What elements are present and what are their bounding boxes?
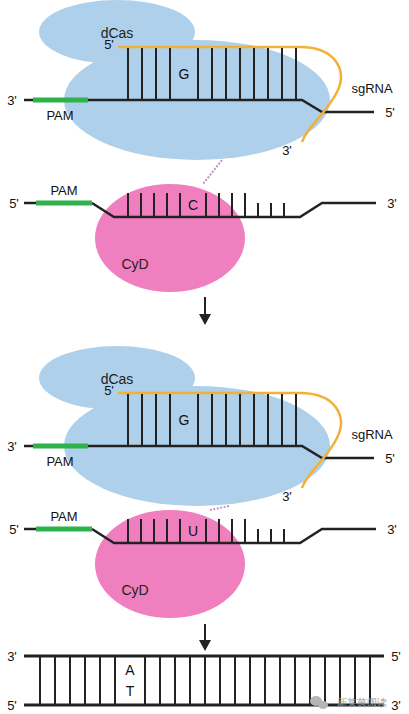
strand-label: 3' xyxy=(387,523,397,536)
strand-label: 3' xyxy=(387,197,397,210)
cyd-protein-shape xyxy=(95,510,245,618)
linker-connector xyxy=(203,160,222,184)
cyd-body xyxy=(95,184,245,292)
sgrna-strand xyxy=(118,393,341,488)
strand-label: G xyxy=(179,413,190,427)
target-strand-group xyxy=(24,393,374,488)
base-ticks xyxy=(128,519,284,543)
cyd-protein-shape xyxy=(95,184,245,292)
strand-label: PAM xyxy=(46,109,73,122)
dna-strand xyxy=(24,529,376,543)
strand-label: 3' xyxy=(282,144,292,157)
strand-label: 5' xyxy=(104,384,114,397)
strand-label: 5' xyxy=(385,106,395,119)
strand-label: C xyxy=(188,198,198,212)
target-strand-group xyxy=(24,47,374,142)
watermark: 新莱茵阅读 xyxy=(337,698,387,708)
strand-label: 3' xyxy=(391,699,401,712)
pam-segment xyxy=(36,527,92,532)
strand-label: G xyxy=(179,67,190,81)
watermark-icon xyxy=(310,696,328,709)
nontarget-strand-group xyxy=(24,519,376,543)
base-ticks xyxy=(128,193,284,217)
strand-label: PAM xyxy=(46,455,73,468)
strand-label: A xyxy=(125,663,134,677)
protein-label: CyD xyxy=(121,583,148,597)
dna-strand xyxy=(24,100,374,112)
strand-label: 3' xyxy=(7,94,17,107)
cyd-enzyme: CyD xyxy=(95,184,245,292)
strand-label: PAM xyxy=(50,184,77,197)
strand-label: 3' xyxy=(282,490,292,503)
process-arrow xyxy=(204,624,206,642)
strand-label: PAM xyxy=(50,510,77,523)
pam-segment xyxy=(33,444,88,449)
strand-label: 5' xyxy=(385,452,395,465)
strand-label: 5' xyxy=(104,38,114,51)
cyd-enzyme: CyD xyxy=(95,510,245,618)
sgrna-strand xyxy=(118,47,341,142)
dna-strand xyxy=(24,203,376,217)
strand-label: 5' xyxy=(7,699,17,712)
dna-strand xyxy=(24,446,374,458)
process-arrow xyxy=(204,297,206,316)
strand-label: 5' xyxy=(391,650,401,663)
base-pair-ticks xyxy=(128,48,296,100)
base-pair-ticks xyxy=(40,657,370,704)
nontarget-strand-group xyxy=(24,193,376,217)
process-arrowhead xyxy=(199,640,211,651)
strand-label: sgRNA xyxy=(351,82,392,95)
strand-label: 3' xyxy=(7,440,17,453)
cyd-body xyxy=(95,510,245,618)
dna-duplex xyxy=(24,656,384,705)
strand-label: 3' xyxy=(7,650,17,663)
strand-label: 5' xyxy=(9,523,19,536)
strand-label: sgRNA xyxy=(351,428,392,441)
strand-label: 5' xyxy=(9,197,19,210)
strand-label: U xyxy=(188,524,198,538)
pam-segment xyxy=(33,98,88,103)
protein-label: CyD xyxy=(121,257,148,271)
pam-segment xyxy=(36,201,92,206)
strand-label: T xyxy=(126,684,135,698)
process-arrowhead xyxy=(199,314,211,325)
base-pair-ticks xyxy=(128,394,296,446)
linker-connector xyxy=(210,506,229,510)
